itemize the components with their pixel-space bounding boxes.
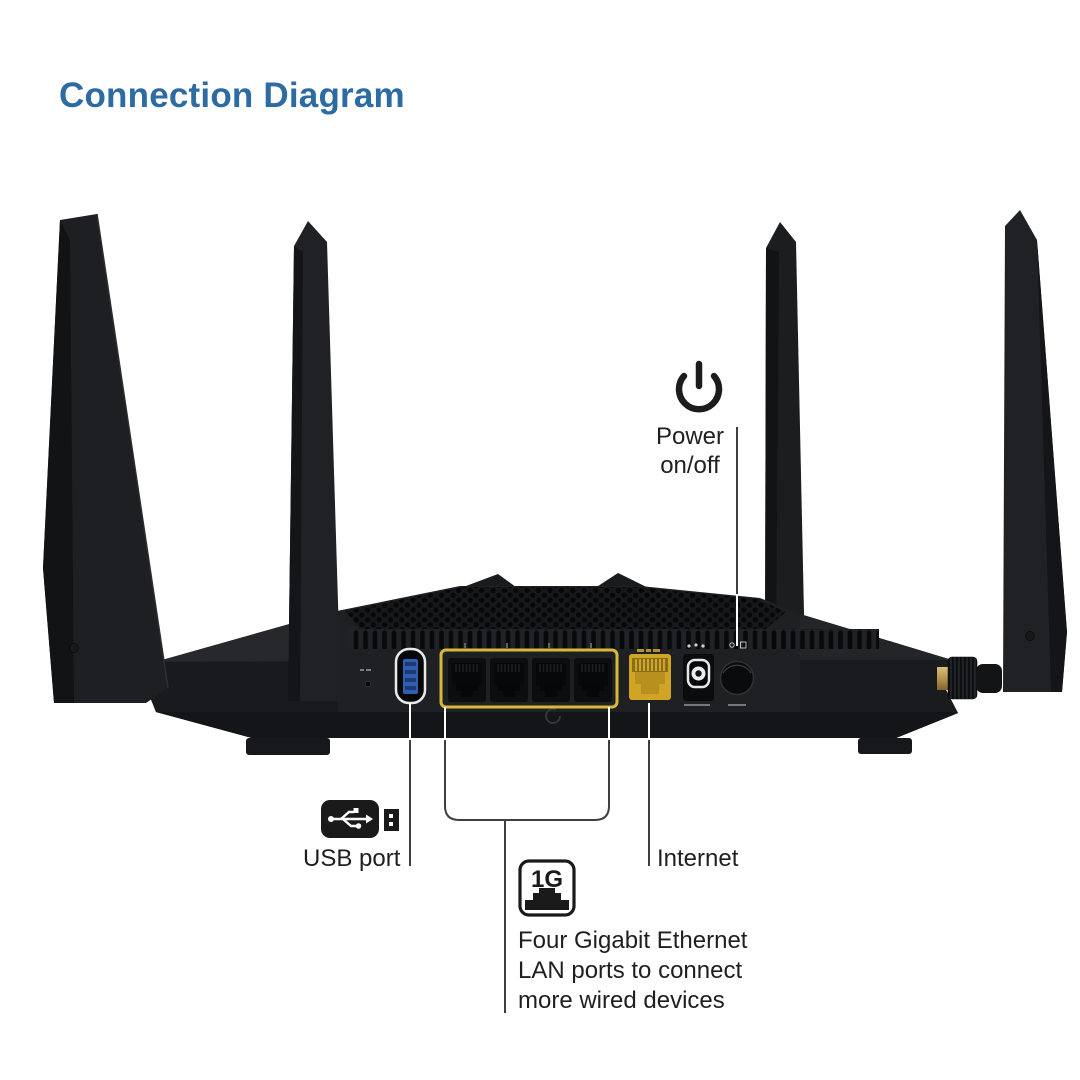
ventilation-slots <box>349 629 879 649</box>
usb-port-label: USB port <box>303 845 401 872</box>
lan-port-2 <box>489 657 529 703</box>
router-body <box>148 586 958 755</box>
antenna-left-inner <box>288 221 341 701</box>
ethernet-1g-icon: 1G <box>518 859 576 917</box>
usb-icon <box>321 800 399 838</box>
lan-callout-bracket <box>444 707 610 1013</box>
lan-port-1 <box>447 657 487 703</box>
lan-description: Four Gigabit Ethernet LAN ports to conne… <box>518 927 748 1014</box>
mesh-top <box>345 587 786 629</box>
power-icon <box>675 360 723 413</box>
internet-port <box>629 649 671 700</box>
page-title: Connection Diagram <box>59 76 405 115</box>
lan-ports-group <box>439 643 619 709</box>
reset-pinhole <box>360 669 372 688</box>
foot-left <box>246 738 330 755</box>
power-button <box>719 641 755 706</box>
internet-label: Internet <box>657 845 739 872</box>
antenna-left-outer <box>43 213 169 703</box>
lan-port-3 <box>531 657 571 703</box>
lan-highlight-box <box>439 648 619 709</box>
dc-power-jack <box>683 643 714 706</box>
power-label: Power on/off <box>655 423 725 479</box>
antenna-right-outer <box>1003 210 1067 692</box>
panel-engraving <box>545 708 561 724</box>
foot-right <box>858 738 912 754</box>
usb3-port <box>394 647 427 705</box>
antenna-connector-right <box>937 656 1002 700</box>
lan-port-4 <box>573 657 613 703</box>
antenna-right-inner <box>765 222 805 660</box>
